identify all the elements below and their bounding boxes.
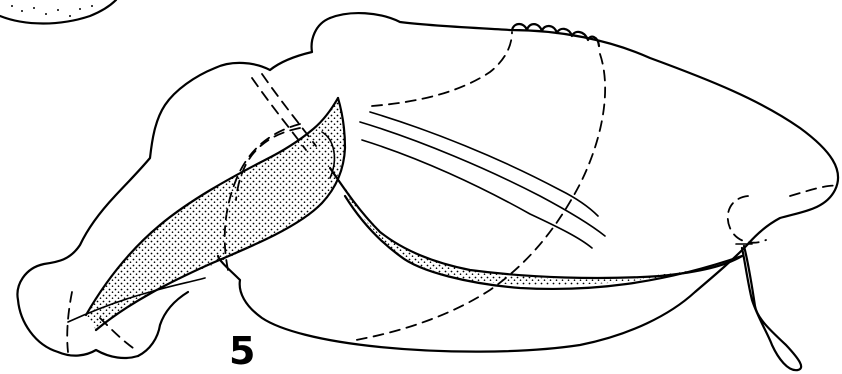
internal-line-1 — [360, 122, 605, 236]
internal-line-3 — [370, 112, 598, 216]
head-right-tip — [790, 186, 836, 196]
top-lobules — [512, 24, 599, 46]
stalk-appendage — [742, 246, 801, 370]
duct-line-1 — [252, 78, 306, 150]
adjacent-organ-fragment — [0, 0, 116, 24]
internal-line-2 — [362, 140, 592, 248]
lower-left-lobe — [138, 292, 188, 356]
stippled-lower-band — [338, 176, 742, 285]
dashed-organ-boundary-right — [356, 54, 605, 340]
dashed-organ-boundary-top — [372, 32, 512, 106]
lower-band-outline-2 — [345, 196, 742, 289]
figure-label: 5 — [229, 332, 255, 370]
head-dashed-loop — [728, 196, 766, 243]
lower-band-outline-1 — [330, 168, 742, 278]
